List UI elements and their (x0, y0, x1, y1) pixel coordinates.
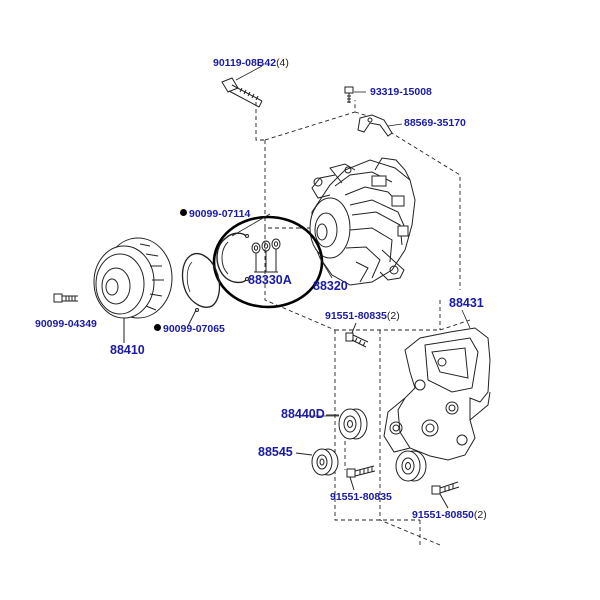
quantity: (2) (386, 310, 400, 322)
screw-top-icon (344, 86, 354, 103)
part-number: 91551-80835 (325, 310, 387, 322)
label-bolt-left[interactable]: 90099-04349 (35, 319, 97, 330)
compressor-icon (309, 157, 416, 286)
small-bracket-icon (357, 114, 393, 137)
tensioner-pulley-icon (395, 450, 427, 482)
new-part-dot-icon (154, 324, 161, 331)
snap-ring-lower-icon (181, 253, 221, 327)
bolt-left-icon (53, 293, 78, 303)
part-number: 93319-15008 (370, 86, 432, 98)
label-bolt-top[interactable]: 90119-08B42(4) (213, 58, 289, 69)
bolt-low-icon (346, 465, 376, 491)
highlight-circle (212, 215, 324, 309)
part-number: 88320 (313, 279, 348, 293)
idler-pulley-lower-icon (295, 448, 339, 476)
label-shim-set[interactable]: 88330A (248, 274, 292, 287)
clutch-pulley-icon (93, 237, 173, 343)
part-number: 88545 (258, 445, 293, 459)
label-bolt-mid[interactable]: 91551-80835(2) (325, 311, 400, 322)
part-number: 88431 (449, 296, 484, 310)
label-idler-upper[interactable]: 88440D (281, 408, 325, 421)
part-number: 90099-07065 (163, 323, 225, 335)
label-compressor[interactable]: 88320 (313, 280, 348, 293)
part-number: 91551-80850 (412, 509, 474, 521)
part-number: 88410 (110, 343, 145, 357)
bolt-right-icon (431, 481, 460, 509)
part-number: 90099-04349 (35, 318, 97, 330)
part-number: 90099-07114 (189, 208, 251, 220)
quantity: (4) (276, 57, 289, 69)
label-bracket-main[interactable]: 88431 (449, 297, 484, 310)
label-bracket-small[interactable]: 88569-35170 (404, 118, 466, 129)
quantity: (2) (473, 509, 487, 521)
part-number: 90119-08B42 (213, 57, 277, 69)
part-number: 88569-35170 (404, 117, 466, 129)
part-number: 88330A (248, 273, 292, 287)
new-part-dot-icon (180, 209, 187, 216)
bolt-top-icon (221, 77, 263, 108)
label-idler-lower[interactable]: 88545 (258, 446, 293, 459)
main-bracket-icon (383, 327, 491, 461)
part-number: 91551-80835 (330, 491, 392, 503)
label-ring-upper[interactable]: 90099-07114 (180, 209, 250, 220)
label-screw-top[interactable]: 93319-15008 (370, 87, 432, 98)
label-ring-lower[interactable]: 90099-07065 (154, 324, 225, 335)
label-bolt-right[interactable]: 91551-80850(2) (412, 510, 487, 521)
leader-lines (231, 65, 471, 417)
part-number: 88440D (281, 407, 325, 421)
bolt-mid-icon (345, 322, 369, 348)
label-clutch-pulley[interactable]: 88410 (110, 344, 145, 357)
idler-pulley-upper-icon (326, 408, 368, 440)
shim-washers-icon (251, 238, 281, 273)
label-bolt-low[interactable]: 91551-80835 (330, 492, 392, 503)
